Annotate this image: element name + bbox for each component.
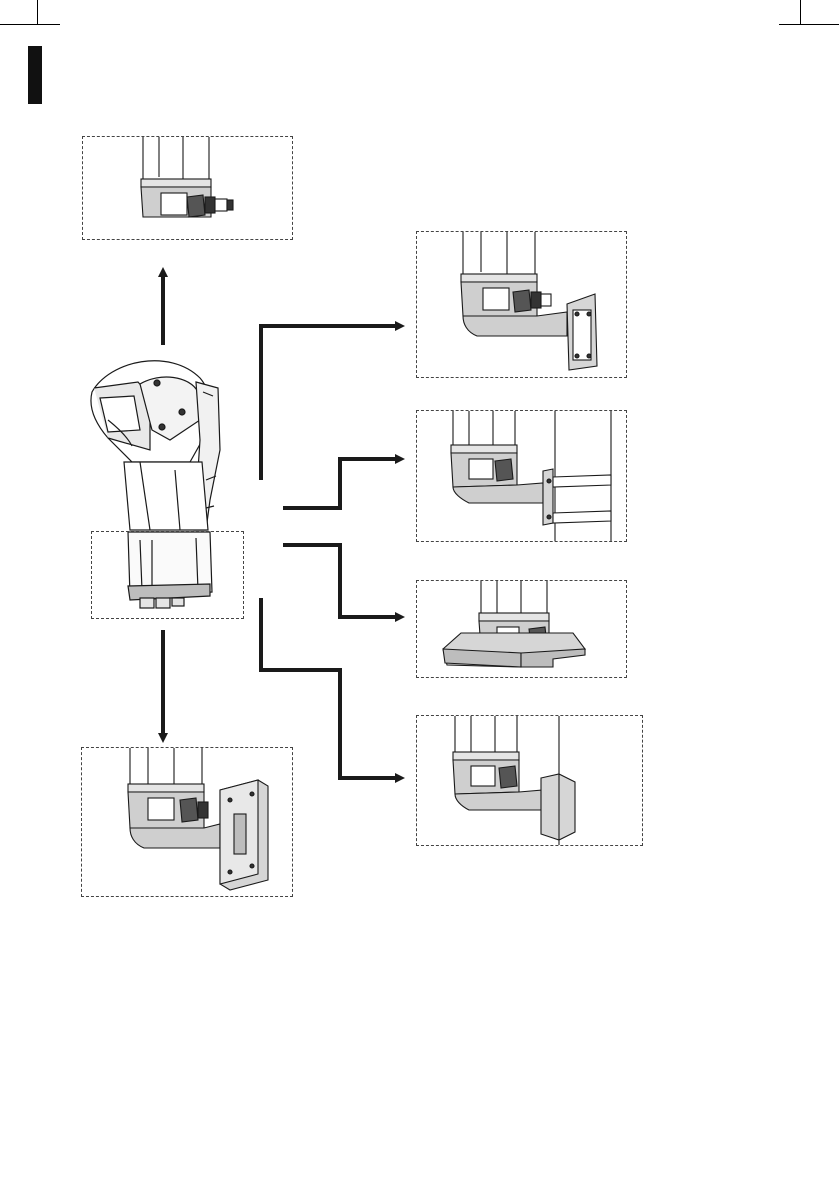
parapet-mount-illustration [417, 716, 643, 846]
wall-bracket-illustration [82, 748, 293, 897]
arrow-to-pedestal-mount [283, 545, 400, 617]
pole-mount-illustration [417, 411, 627, 542]
pedestal-mount-illustration [417, 581, 627, 678]
base-detail-marker [91, 531, 244, 619]
panel-wall-mount [416, 231, 627, 378]
panel-wall-bracket [81, 747, 293, 897]
panel-parapet-mount [416, 715, 643, 846]
arrow-to-wall-mount [261, 326, 400, 480]
panel-cable-gland [82, 136, 293, 240]
panel-pole-mount [416, 410, 627, 542]
panel-pedestal-mount [416, 580, 627, 678]
arrow-to-pole-mount [283, 459, 400, 508]
cable-gland-illustration [83, 137, 293, 240]
wall-mount-illustration [417, 232, 627, 378]
